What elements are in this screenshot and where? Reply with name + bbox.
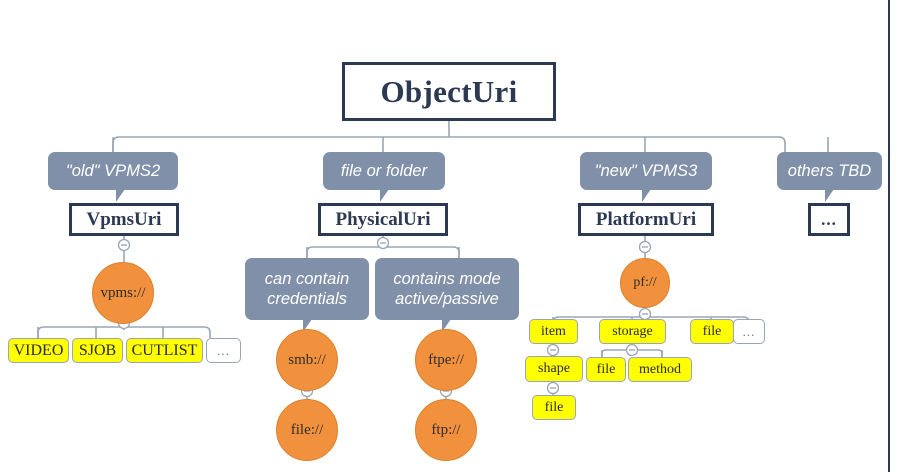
note-new-vpms3-label: "new" VPMS3 — [594, 161, 698, 180]
leaf-node-sjob[interactable]: SJOB — [72, 338, 123, 363]
root-node-objecturi[interactable]: ObjectUri — [342, 62, 556, 121]
note-old-vpms2[interactable]: "old" VPMS2 — [48, 152, 178, 202]
leaf-node-cutlist[interactable]: CUTLIST — [126, 338, 203, 363]
right-edge-rule — [888, 0, 890, 472]
scheme-vpms-label: vpms:// — [100, 284, 146, 301]
note-others-tbd-label: others TBD — [787, 161, 872, 180]
scheme-smb-label: smb:// — [288, 351, 326, 368]
leaf-node-shape[interactable]: shape — [525, 356, 583, 382]
leaf-node-storage-file[interactable]: file — [586, 357, 626, 382]
scheme-node-pf[interactable]: pf:// — [620, 258, 670, 308]
class-node-physicaluri[interactable]: PhysicalUri — [318, 203, 448, 236]
scheme-node-ftp[interactable]: ftp:// — [415, 399, 477, 461]
class-node-platformuri[interactable]: PlatformUri — [578, 203, 714, 236]
class-node-others-ellipsis[interactable]: ... — [808, 203, 850, 236]
scheme-node-ftpe[interactable]: ftpe:// — [415, 329, 477, 391]
scheme-ftpe-label: ftpe:// — [428, 351, 464, 368]
leaf-shape-file-label: file — [544, 399, 564, 415]
leaf-file-top-label: file — [702, 323, 722, 339]
class-ellipsis-label: ... — [821, 209, 837, 229]
scheme-node-smb[interactable]: smb:// — [276, 329, 338, 391]
class-node-vpmsuri[interactable]: VpmsUri — [69, 203, 179, 236]
leaf-node-video[interactable]: VIDEO — [8, 338, 69, 363]
note-mode-line2: active/passive — [395, 290, 499, 308]
leaf-pf-more-label: ... — [742, 323, 756, 339]
leaf-storage-label: storage — [612, 323, 653, 339]
note-mode-line1: contains mode — [393, 269, 501, 288]
leaf-node-storage[interactable]: storage — [599, 319, 666, 344]
leaf-storage-method-label: method — [639, 361, 681, 377]
leaf-shape-label: shape — [538, 361, 570, 376]
note-credentials-line1: can contain — [264, 269, 350, 288]
scheme-file-label: file:// — [290, 421, 324, 438]
leaf-node-file-top[interactable]: file — [690, 319, 734, 344]
leaf-item-label: item — [541, 323, 566, 339]
leaf-node-vpms-more[interactable]: ... — [206, 338, 241, 363]
class-vpmsuri-label: VpmsUri — [86, 208, 162, 230]
leaf-video-label: VIDEO — [13, 341, 64, 359]
leaf-storage-file-label: file — [596, 361, 616, 377]
leaf-node-item[interactable]: item — [529, 319, 578, 344]
note-credentials-line2: credentials — [267, 290, 347, 308]
root-label: ObjectUri — [380, 73, 518, 109]
note-old-vpms2-label: "old" VPMS2 — [65, 161, 161, 180]
note-file-or-folder-label: file or folder — [340, 161, 428, 180]
scheme-pf-label: pf:// — [633, 275, 657, 290]
note-new-vpms3[interactable]: "new" VPMS3 — [580, 152, 712, 202]
scheme-node-vpms[interactable]: vpms:// — [92, 262, 154, 324]
leaf-node-storage-method[interactable]: method — [628, 357, 692, 382]
leaf-vpms-more-label: ... — [217, 342, 230, 358]
note-file-or-folder[interactable]: file or folder — [323, 152, 445, 202]
leaf-sjob-label: SJOB — [78, 341, 117, 359]
note-others-tbd[interactable]: others TBD — [777, 152, 882, 202]
scheme-node-file[interactable]: file:// — [276, 399, 338, 461]
note-contains-mode[interactable]: contains mode active/passive — [375, 258, 519, 332]
leaf-node-pf-more[interactable]: ... — [733, 319, 765, 344]
scheme-ftp-label: ftp:// — [431, 421, 461, 438]
class-physicaluri-label: PhysicalUri — [335, 208, 431, 230]
note-can-contain-credentials[interactable]: can contain credentials — [245, 258, 369, 332]
leaf-cutlist-label: CUTLIST — [131, 341, 198, 359]
class-platformuri-label: PlatformUri — [595, 208, 697, 230]
leaf-node-shape-file[interactable]: file — [532, 395, 576, 420]
